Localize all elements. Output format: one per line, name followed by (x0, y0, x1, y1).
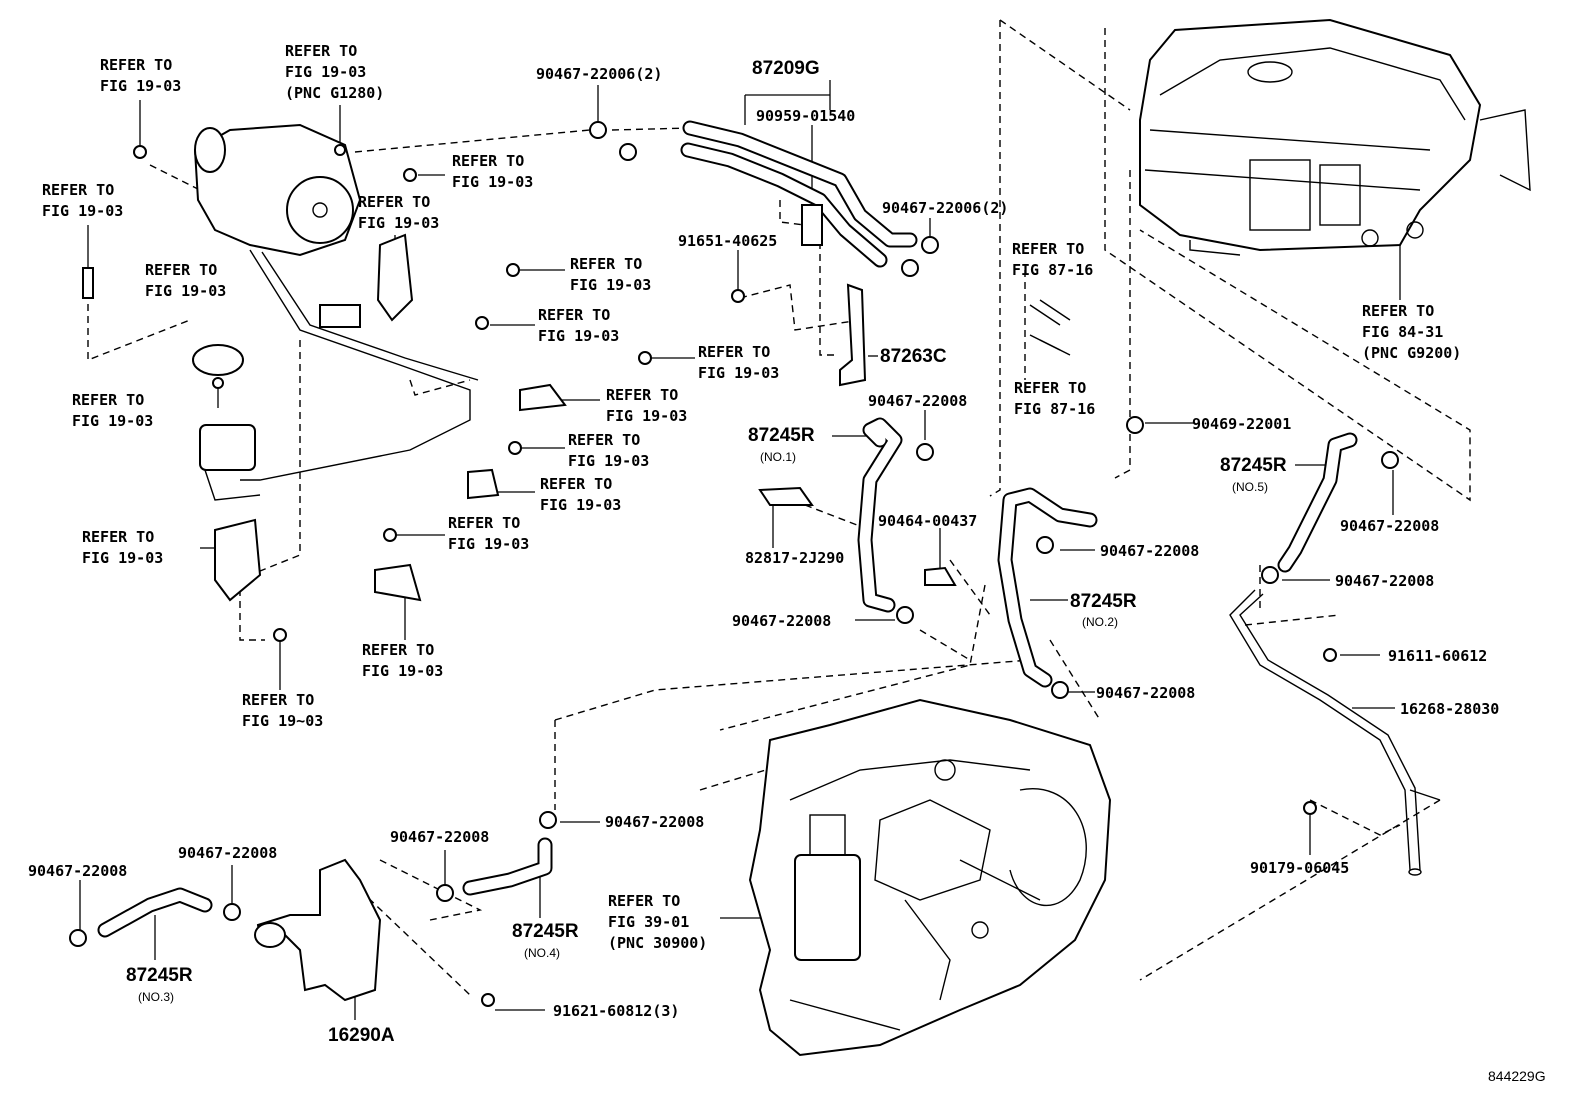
refer-label: REFER TO FIG 87-16 (1014, 379, 1096, 418)
hoses (97, 120, 1358, 938)
part-label-90467-22008: 90467-22008 (390, 828, 490, 846)
refer-label: REFER TO FIG 19-03 (PNC G1280) (285, 42, 385, 102)
part-label-90469-22001: 90469-22001 (1192, 415, 1292, 433)
bracket-87263c (839, 283, 867, 387)
part-label-90464-00437: 90464-00437 (878, 512, 978, 530)
part-label-91621-60812: 91621-60812(3) (553, 1002, 680, 1020)
refer-label: REFER TO FIG 19-03 (452, 152, 534, 191)
part-label-90467-22008: 90467-22008 (1340, 517, 1440, 535)
refer-label: REFER TO FIG 19-03 (358, 193, 440, 232)
refer-label: REFER TO FIG 87-16 (1012, 240, 1094, 279)
part-label-90467-22006: 90467-22006(2) (536, 65, 663, 83)
sensor-left (192, 344, 261, 501)
part-label-90467-22008: 90467-22008 (28, 862, 128, 880)
part-label-90467-22008: 90467-22008 (178, 844, 278, 862)
part-number-note: (NO.5) (1232, 480, 1268, 494)
part-number-note: (NO.4) (524, 946, 560, 960)
part-label-87263c: 87263C (880, 346, 947, 367)
part-label-90959-01540: 90959-01540 (756, 107, 856, 125)
refer-label: REFER TO FIG 19-03 (448, 514, 530, 553)
bolts (82, 144, 1337, 1007)
part-label-87245r: 87245R (512, 921, 579, 942)
part-label-87209g: 87209G (752, 58, 820, 79)
part-label-90467-22008: 90467-22008 (605, 813, 705, 831)
part-label-90179-06045: 90179-06045 (1250, 859, 1350, 877)
part-label-90467-22008: 90467-22008 (1100, 542, 1200, 560)
part-label-87245r: 87245R (1070, 591, 1137, 612)
part-label-91611-60612: 91611-60612 (1388, 647, 1488, 665)
part-label-90467-22008: 90467-22008 (1096, 684, 1196, 702)
part-number-note: (NO.2) (1082, 615, 1118, 629)
refer-label: REFER TO FIG 19-03 (82, 528, 164, 567)
part-label-16290a: 16290A (328, 1025, 395, 1046)
part-label-87245r: 87245R (1220, 455, 1287, 476)
refer-label: REFER TO FIG 19-03 (100, 56, 182, 95)
refer-label: REFER TO FIG 19-03 (568, 431, 650, 470)
part-number-note: (NO.1) (760, 450, 796, 464)
refer-label: REFER TO FIG 19-03 (540, 475, 622, 514)
refer-label: REFER TO FIG 19-03 (145, 261, 227, 300)
part-label-87245r: 87245R (748, 425, 815, 446)
part-label-91651-40625: 91651-40625 (678, 232, 778, 250)
part-label-90467-22006: 90467-22006(2) (882, 199, 1009, 217)
phantom-lines (87, 19, 1471, 996)
refer-label: REFER TO FIG 84-31 (PNC G9200) (1362, 302, 1462, 362)
electric-pump-16290a (254, 858, 382, 1002)
transaxle-assembly (748, 698, 1112, 1057)
part-label-90467-22008: 90467-22008 (1335, 572, 1435, 590)
catalog-id: 844229G (1488, 1068, 1546, 1084)
water-pipe (1229, 589, 1441, 876)
refer-label: REFER TO FIG 19-03 (362, 641, 444, 680)
part-label-90467-22008: 90467-22008 (732, 612, 832, 630)
refer-label: REFER TO FIG 19~03 (242, 691, 324, 730)
refer-label: REFER TO FIG 19-03 (698, 343, 780, 382)
inverter-assembly (1139, 18, 1531, 256)
refer-label: REFER TO FIG 19-03 (538, 306, 620, 345)
brackets-center (758, 204, 957, 586)
water-pump (193, 123, 479, 481)
part-label-90467-22008: 90467-22008 (868, 392, 968, 410)
refer-label: REFER TO FIG 39-01 (PNC 30900) (608, 892, 708, 952)
brackets-left (214, 233, 567, 602)
part-label-16268-28030: 16268-28030 (1400, 700, 1500, 718)
refer-label: REFER TO FIG 19-03 (72, 391, 154, 430)
refer-label: REFER TO FIG 19-03 (42, 181, 124, 220)
hose-clamps (69, 121, 1399, 947)
refer-label: REFER TO FIG 19-03 (606, 386, 688, 425)
refer-label: REFER TO FIG 19-03 (570, 255, 652, 294)
part-number-note: (NO.3) (138, 990, 174, 1004)
part-label-82817-2j290: 82817-2J290 (745, 549, 845, 567)
part-label-87245r: 87245R (126, 965, 193, 986)
